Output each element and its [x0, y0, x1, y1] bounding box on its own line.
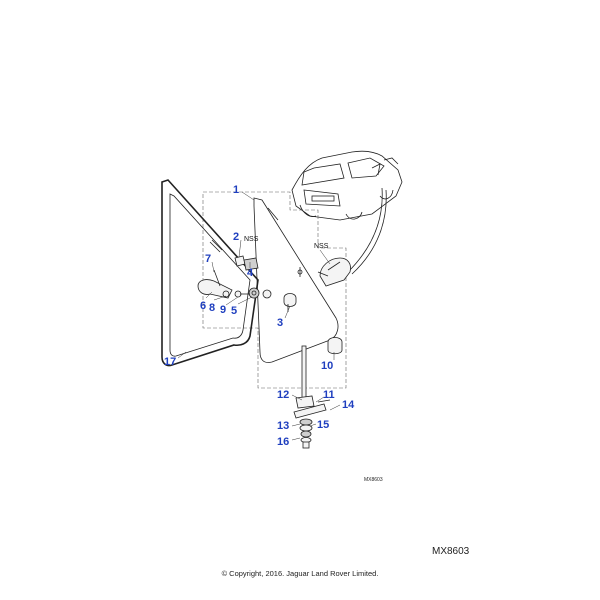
- catch-handle: [197, 269, 272, 299]
- callout-7: 7: [205, 253, 211, 265]
- reference-code: MX8603: [432, 546, 470, 557]
- drawing-reference-small: MX8603: [364, 477, 383, 483]
- grommet-4: [243, 257, 259, 271]
- callout-14: 14: [342, 399, 355, 411]
- callout-10: 10: [321, 360, 333, 372]
- nss-label-left: NSS: [244, 236, 259, 243]
- assembly-group-outline: [202, 191, 347, 389]
- nss-label-right: NSS: [314, 243, 329, 250]
- callout-4: 4: [247, 267, 254, 279]
- vent-window-glass: [253, 197, 339, 363]
- callout-17: 17: [164, 356, 176, 368]
- pivot-bracket: [317, 257, 351, 287]
- callout-12: 12: [277, 389, 289, 401]
- callout-2: 2: [233, 231, 239, 243]
- callout-13: 13: [277, 420, 289, 432]
- hinge-stud: [283, 293, 297, 312]
- callout-3: 3: [277, 317, 283, 329]
- callout-9: 9: [220, 304, 226, 316]
- callout-8: 8: [209, 302, 215, 314]
- vent-window-frame: [161, 179, 259, 367]
- callout-15: 15: [317, 419, 329, 431]
- callout-6: 6: [200, 300, 206, 312]
- car-illustration: [291, 150, 403, 275]
- callout-11: 11: [323, 389, 335, 401]
- buffer-10: [327, 337, 343, 355]
- callout-labels: 1 2 3 4 5 6 7 8 9 10 11 12 13 14 15 16 1…: [164, 184, 355, 448]
- pin-2: [234, 255, 246, 267]
- copyright-notice: © Copyright, 2016. Jaguar Land Rover Lim…: [221, 569, 379, 578]
- callout-5: 5: [231, 305, 237, 317]
- callout-1: 1: [233, 184, 239, 196]
- callout-16: 16: [277, 436, 289, 448]
- leader-lines: [177, 191, 341, 441]
